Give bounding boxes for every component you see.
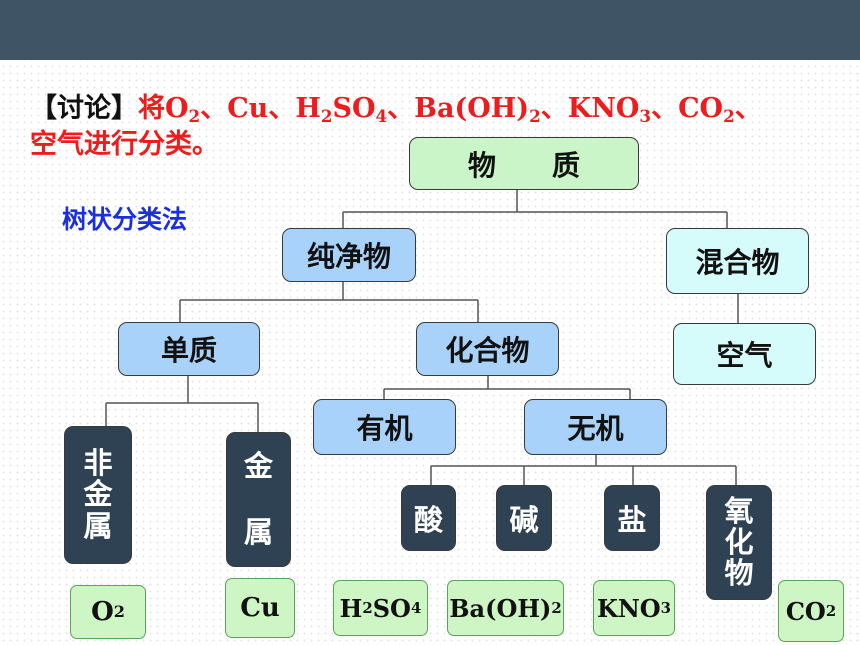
formula-baoh2: Ba(OH)2 [414, 93, 541, 127]
example-baoh2: Ba(OH)2 [447, 580, 564, 636]
node-metal: 金属 [226, 432, 291, 567]
node-element: 单质 [118, 322, 260, 376]
formula-kno3: KNO3 [567, 93, 652, 127]
node-salt: 盐 [604, 485, 660, 551]
discussion-line-1: 【讨论】将O2、Cu、H2SO4、Ba(OH)2、KNO3、CO2、 [30, 93, 762, 127]
node-substance: 物 质 [409, 137, 639, 190]
node-oxide: 氧化物 [706, 485, 772, 600]
node-pure-substance: 纯净物 [282, 228, 416, 282]
discussion-bracket: 【讨论】 [30, 93, 138, 124]
formula-h2so4: H2SO4 [295, 93, 388, 127]
node-nonmetal: 非金属 [64, 426, 132, 564]
connector-inorganic [430, 455, 737, 485]
node-inorganic: 无机 [524, 399, 667, 455]
method-label: 树状分类法 [62, 205, 188, 234]
discussion-verb: 将 [138, 93, 165, 124]
discussion-line-2: 空气进行分类。 [30, 129, 219, 160]
connector-compound [383, 376, 631, 399]
node-compound: 化合物 [416, 322, 559, 376]
formula-o2: O2 [165, 93, 201, 127]
node-organic: 有机 [313, 399, 456, 455]
node-mixture: 混合物 [666, 228, 809, 294]
example-cu: Cu [225, 578, 295, 638]
formula-cu: Cu [227, 93, 269, 124]
connector-pure [179, 282, 479, 322]
top-bar [0, 0, 860, 60]
connector-element [105, 376, 259, 432]
node-air: 空气 [673, 323, 816, 385]
node-base: 碱 [496, 485, 552, 551]
node-acid: 酸 [401, 485, 456, 551]
formula-co2: CO2 [678, 93, 735, 127]
connector-root [342, 190, 728, 228]
